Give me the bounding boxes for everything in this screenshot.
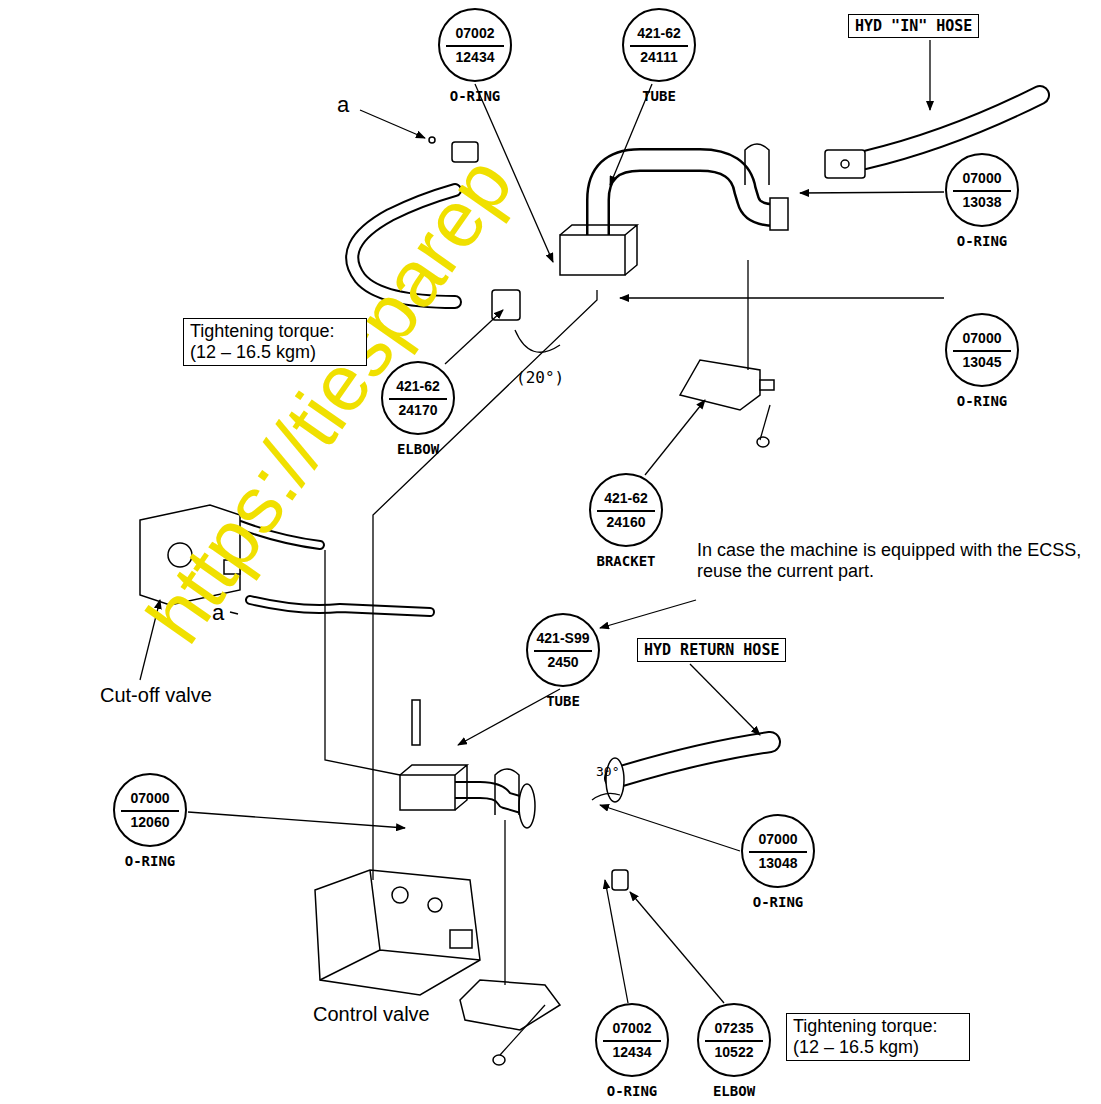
callout-circle: 0700013045O-RING [945,313,1019,387]
part-name: ELBOW [343,441,493,457]
part-number: 12434 [597,1044,667,1060]
callout-divider [705,1040,763,1042]
part-number: 07000 [947,330,1017,346]
part-number: 13045 [947,354,1017,370]
box-text: Tightening torque: (12 – 16.5 kgm) [190,321,360,363]
part-name: O-RING [557,1083,707,1099]
callout-divider [121,810,179,812]
callout-circle: 421-6224160BRACKET [589,473,663,547]
annotation: 30° [596,764,619,779]
callout-divider [603,1040,661,1042]
part-number: 12434 [440,49,510,65]
callout-circle: 0700212434O-RING [438,8,512,82]
part-name: O-RING [907,393,1057,409]
part-name: BRACKET [551,553,701,569]
part-number: 12060 [115,814,185,830]
annotation: a [337,92,349,118]
callout-divider [630,45,688,47]
callout-circle: 0700013048O-RING [741,814,815,888]
callout-circle: 421-6224170ELBOW [381,361,455,435]
callout-circle: 0700012060O-RING [113,773,187,847]
part-name: O-RING [907,233,1057,249]
part-number: 07235 [699,1020,769,1036]
box-text: HYD RETURN HOSE [644,641,779,659]
part-name: TUBE [584,88,734,104]
part-number: 421-62 [383,378,453,394]
annotation: (20°) [516,368,564,387]
callout-divider [597,510,655,512]
callout-divider [389,398,447,400]
annotation: Control valve [313,1003,430,1026]
callout-circle: 0700212434O-RING [595,1003,669,1077]
part-number: 24160 [591,514,661,530]
part-number: 07002 [440,25,510,41]
part-number: 13048 [743,855,813,871]
callout-circle: 0723510522ELBOW [697,1003,771,1077]
annotation: In case the machine is equipped with the… [697,540,1095,582]
part-number: 07000 [743,831,813,847]
watermark: https://tiesparep [129,140,531,659]
note-box: Tightening torque: (12 – 16.5 kgm) [183,318,367,366]
box-text: Tightening torque: (12 – 16.5 kgm) [793,1016,963,1058]
part-number: 24111 [624,49,694,65]
part-name: ELBOW [659,1083,809,1099]
note-box: HYD "IN" HOSE [848,14,979,38]
annotation: Cut-off valve [100,684,212,707]
box-text: HYD "IN" HOSE [855,17,972,35]
callout-circle: 421-S992450TUBE [526,613,600,687]
part-number: 07000 [947,170,1017,186]
part-number: 07000 [115,790,185,806]
note-box: Tightening torque: (12 – 16.5 kgm) [786,1013,970,1061]
annotation: a [212,600,224,626]
part-name: TUBE [488,693,638,709]
note-box: HYD RETURN HOSE [637,638,786,662]
part-number: 10522 [699,1044,769,1060]
callout-divider [749,851,807,853]
callout-circle: 421-6224111TUBE [622,8,696,82]
callout-divider [953,190,1011,192]
part-number: 24170 [383,402,453,418]
callout-divider [534,650,592,652]
part-name: O-RING [75,853,225,869]
callout-divider [446,45,504,47]
callout-circle: 0700013038O-RING [945,153,1019,227]
part-number: 421-62 [591,490,661,506]
part-number: 2450 [528,654,598,670]
part-name: O-RING [400,88,550,104]
part-number: 421-S99 [528,630,598,646]
part-name: O-RING [703,894,853,910]
part-number: 13038 [947,194,1017,210]
part-number: 07002 [597,1020,667,1036]
part-number: 421-62 [624,25,694,41]
callout-divider [953,350,1011,352]
